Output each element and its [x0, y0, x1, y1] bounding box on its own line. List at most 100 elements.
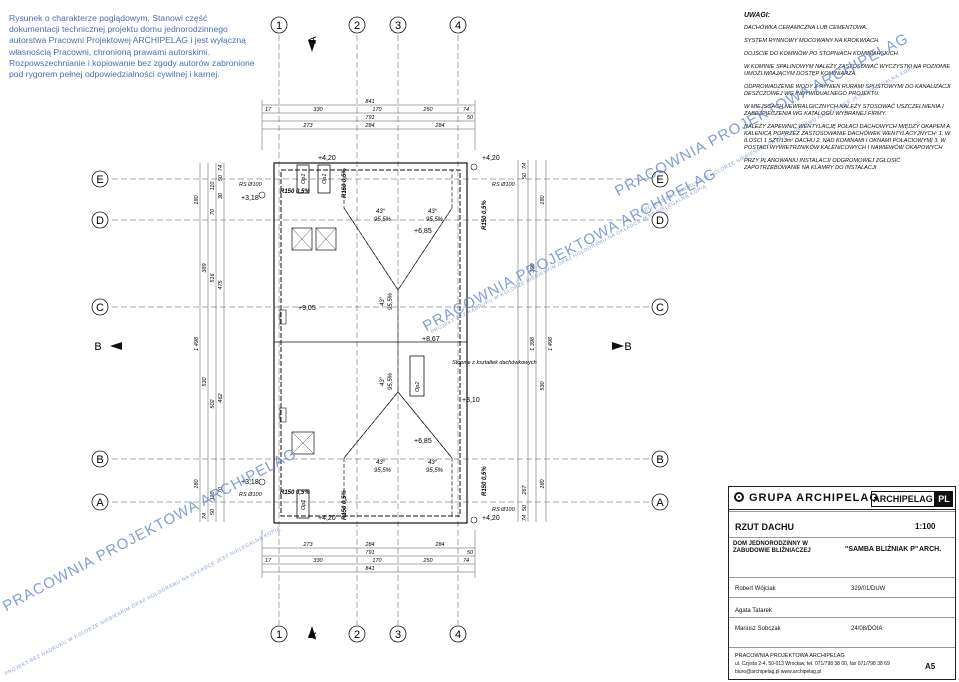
project-row: DOM JEDNORODZINNY W ZABUDOWIE BLIŹNIACZE…: [729, 537, 955, 564]
pitch-percent: 95,5%: [374, 468, 392, 474]
title-block: GRUPA ARCHIPELAG ARCHIPELAG PL RZUT DACH…: [728, 486, 956, 680]
pitch-percent: 95,5%: [388, 372, 394, 390]
axis-label-side: B: [96, 454, 103, 466]
note-item: W MIEJSCACH NEWRALGICZNYCH NALEŻY STOSOW…: [744, 104, 944, 117]
dim-text: 330: [313, 107, 323, 113]
gutter-label: R150 0,5%: [280, 490, 310, 496]
title-block-header: GRUPA ARCHIPELAG ARCHIPELAG PL: [729, 487, 955, 510]
dim-text: 170: [372, 558, 382, 564]
dim-text: 284: [364, 123, 374, 129]
section-label-b: B: [624, 341, 631, 353]
address-row: PRACOWNIA PROJEKTOWA ARCHIPELAG ul. Czys…: [729, 647, 955, 680]
person-row: Mariusz Sobczak 24/08/DOIA: [729, 617, 955, 640]
dim-text: 502: [210, 399, 216, 408]
person-row: Robert Wójciak 329/01/DUW: [729, 577, 955, 598]
level-label: +6,85: [414, 228, 432, 235]
level-label: +3,18: [241, 195, 259, 202]
axis-label-side: A: [96, 497, 104, 509]
pitch-percent: 95,5%: [388, 292, 394, 310]
dim-text: 841: [365, 99, 374, 105]
level-label: +8,10: [462, 397, 480, 404]
dim-text: 250: [422, 107, 433, 113]
dim-text: 74: [463, 558, 469, 564]
axis-label-bottom: 2: [354, 629, 360, 641]
section-arrow-a-bottom: [308, 626, 316, 638]
dim-text: 74: [522, 515, 528, 521]
dim-text: 180: [194, 478, 200, 488]
dim-text: 110: [210, 491, 216, 501]
dim-text: 841: [365, 566, 374, 572]
note-item: PRZY PLANOWANIU INSTALACJI ODGROMOWEJ ZG…: [744, 158, 901, 171]
branch: ARCH.: [919, 546, 942, 553]
dim-text: 791: [365, 550, 374, 556]
person-id: 329/01/DUW: [851, 586, 886, 592]
notes-panel: UWAGI: DACHÓWKA CERAMICZNA LUB CEMENTOWA…: [744, 12, 954, 178]
section-label-a: A: [307, 632, 319, 640]
level-label: +8,67: [422, 336, 440, 343]
chimney-label: Op1: [301, 500, 307, 510]
dim-text: 267: [522, 484, 528, 495]
note-item: DACHÓWKA CERAMICZNA LUB CEMENTOWA.: [744, 25, 868, 31]
pitch-angle: 43°: [380, 376, 386, 386]
dim-text: 284: [364, 542, 374, 548]
level-label: +3,18: [241, 479, 259, 486]
level-label: +6,85: [414, 438, 432, 445]
section-label-b: B: [94, 341, 101, 353]
pitch-percent: 95,5%: [426, 468, 444, 474]
dim-text: 170: [372, 107, 382, 113]
axis-label-bottom: 3: [395, 629, 401, 641]
brand-logo: ARCHIPELAG: [871, 491, 935, 507]
pitch-angle: 43°: [428, 460, 438, 466]
downpipe-label: RS Ø100: [492, 182, 516, 188]
dim-text: 462: [218, 393, 224, 402]
gutter-label: R150 0,5%: [280, 189, 310, 195]
axis-label-bottom: 4: [455, 629, 461, 641]
axis-label-side: B: [656, 454, 663, 466]
axis-label-side: A: [656, 497, 664, 509]
dim-text: 390: [530, 262, 536, 272]
dim-text: 1 498: [548, 336, 554, 351]
level-label: +9,05: [298, 305, 316, 312]
dim-text: 1 398: [530, 336, 536, 351]
level-label: +4,20: [318, 155, 336, 162]
dim-text: 180: [540, 478, 546, 488]
axis-label-side: E: [656, 174, 663, 186]
axis-label-top: 1: [276, 20, 282, 32]
dim-text: 30: [218, 192, 224, 199]
dim-text: 74: [202, 513, 208, 519]
sheet-number: A5: [925, 662, 936, 671]
dim-text: 180: [194, 194, 200, 204]
archipelag-logo-icon: [734, 492, 744, 502]
downpipe-label: RS Ø100: [239, 182, 263, 188]
gutter-label: R150 0,5%: [482, 200, 488, 230]
axis-label-side: D: [656, 215, 664, 227]
dim-text: 50: [218, 174, 224, 181]
note-item: DOJŚCIE DO KOMINÓW PO STOPNIACH KOMINIAR…: [744, 51, 900, 57]
dim-text: 791: [365, 115, 374, 121]
dim-text: 530: [202, 376, 208, 386]
dim-text: 110: [210, 181, 216, 191]
drawing-title: RZUT DACHU: [735, 522, 794, 532]
note-item: ODPROWADZENIE WODY Z RYNIEN RURAMI SPUST…: [744, 84, 951, 97]
dim-text: 530: [540, 380, 546, 390]
axis-label-top: 4: [455, 20, 461, 32]
section-arrow-b-right: [612, 342, 624, 350]
dim-text: 284: [434, 123, 444, 129]
level-label: +4,20: [482, 155, 500, 162]
chimney-label: Op1: [301, 174, 307, 184]
chimney-label: Op2: [415, 382, 421, 392]
step-note: Stopnie z kształtek dachówkowych: [452, 360, 537, 366]
note-item: NALEŻY ZAPEWNIĆ WENTYLACJĘ POŁACI DACHOW…: [744, 124, 951, 151]
title-row: RZUT DACHU 1:100: [729, 511, 955, 538]
gutter-label: R150 0,5%: [482, 466, 488, 496]
dim-text: 180: [540, 194, 546, 204]
dim-text: 17: [265, 558, 272, 564]
dim-text: 1 498: [194, 336, 200, 351]
person-name: Agata Tatarek: [735, 608, 772, 614]
downpipe-label: RS Ø100: [492, 507, 516, 513]
axis-label-top: 2: [354, 20, 360, 32]
dim-text: 50: [522, 504, 528, 511]
dim-text: 74: [463, 107, 469, 113]
project-name: "SAMBA BLIŹNIAK P": [845, 546, 919, 553]
dim-text: 273: [302, 542, 313, 548]
